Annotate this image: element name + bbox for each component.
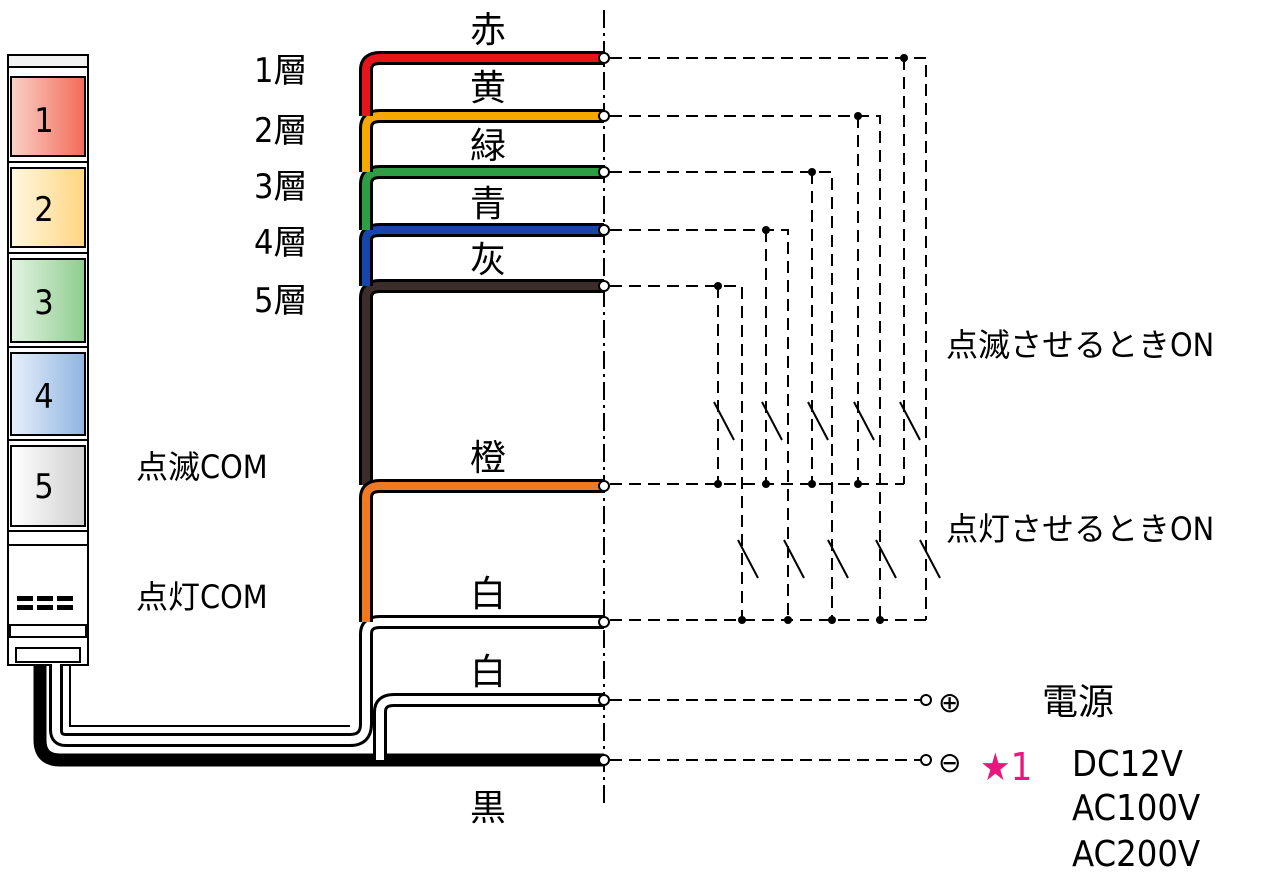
layer-label-2: 2層 xyxy=(254,111,307,151)
wire-labels: 赤 黄 緑 青 灰 橙 白 白 黒 xyxy=(470,10,506,829)
blink-switch-label: 点滅させるときON xyxy=(946,326,1214,364)
cable-bundle xyxy=(33,615,604,767)
power-plus-symbol: ⊕ xyxy=(938,686,961,719)
switch-contacts xyxy=(713,401,941,579)
tower-tier-5-label: 5 xyxy=(34,467,53,507)
wire-label-yellow: 黄 xyxy=(470,68,506,109)
tower-tier-5 xyxy=(10,445,86,527)
power-option-dc12v: DC12V xyxy=(1072,744,1183,785)
com-blink-label: 点滅COM xyxy=(136,448,268,486)
terminal-points xyxy=(598,52,932,766)
wire-orange xyxy=(362,482,604,622)
wire-blue xyxy=(362,226,604,286)
layer-labels: 1層 2層 3層 4層 5層 xyxy=(254,51,307,321)
wire-green xyxy=(362,168,604,230)
wire-label-blue: 青 xyxy=(470,184,506,225)
layer-label-4: 4層 xyxy=(254,223,307,263)
wire-set xyxy=(359,51,604,622)
wire-yellow xyxy=(362,112,604,172)
layer-label-3: 3層 xyxy=(254,167,307,207)
power-title: 電源 xyxy=(1042,682,1114,723)
tower-tier-2-label: 2 xyxy=(34,190,53,230)
wire-label-white-1: 白 xyxy=(470,574,506,615)
tower-tier-1 xyxy=(10,76,86,157)
tower-tier-3 xyxy=(10,258,86,343)
tower-tier-3-label: 3 xyxy=(34,283,53,323)
signal-tower: 1 2 3 4 5 xyxy=(7,54,89,666)
wire-gray xyxy=(362,282,604,485)
power-minus-symbol: ⊖ xyxy=(938,746,961,779)
wire-label-green: 緑 xyxy=(470,126,506,167)
com-light-label: 点灯COM xyxy=(136,578,268,616)
power-option-ac200v: AC200V xyxy=(1072,834,1200,875)
vent-slots xyxy=(17,596,73,610)
tower-tier-4 xyxy=(10,352,86,436)
wire-label-red: 赤 xyxy=(470,10,506,51)
wire-label-gray: 灰 xyxy=(470,240,506,281)
tower-tier-1-label: 1 xyxy=(34,101,53,141)
wire-red xyxy=(362,54,604,116)
wire-label-white-2: 白 xyxy=(470,652,506,693)
power-star-note: ★1 xyxy=(980,745,1032,789)
wire-label-black: 黒 xyxy=(470,788,506,829)
layer-label-5: 5層 xyxy=(254,281,307,321)
layer-label-1: 1層 xyxy=(254,51,307,91)
wire-label-orange: 橙 xyxy=(470,438,506,479)
tower-tier-4-label: 4 xyxy=(34,377,53,417)
light-switch-label: 点灯させるときON xyxy=(946,510,1214,548)
field-wiring xyxy=(610,57,927,761)
junction-dots xyxy=(714,54,908,624)
power-section: ⊕ ⊖ 電源 ★1 DC12V AC100V AC200V xyxy=(938,682,1200,875)
tower-tier-2 xyxy=(10,167,86,248)
power-option-ac100v: AC100V xyxy=(1072,788,1200,829)
